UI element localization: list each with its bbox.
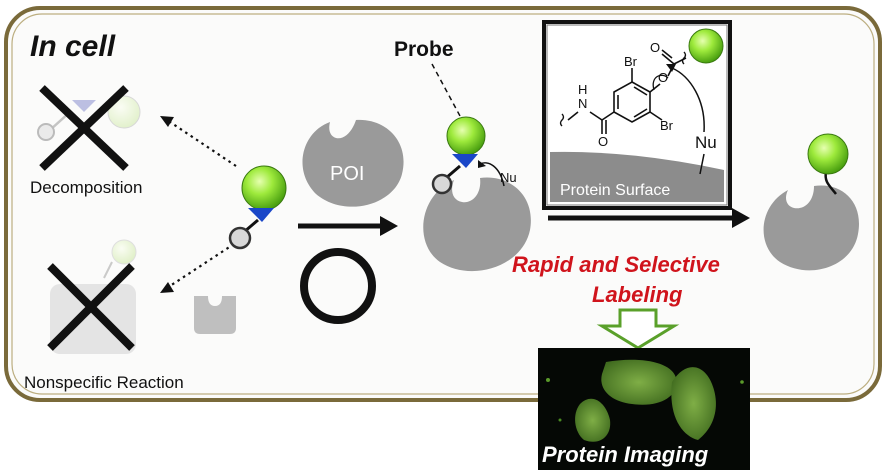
br-bottom-label: Br [660,118,674,133]
labeling-arrow [548,208,750,228]
poi-protein: POI [302,119,404,207]
free-probe-reactive-group-icon [248,208,274,222]
chemical-structure [567,49,687,134]
decomposition-probe [37,95,141,141]
protein-imaging-panel: Protein Imaging [538,348,750,470]
br-top-label: Br [624,54,638,69]
nonspecific-probe [103,239,137,279]
imaged-cell-3 [575,398,611,442]
protein-imaging-label: Protein Imaging [542,442,709,467]
o-carbonyl-label: O [650,40,660,55]
inset-curved-arrow [652,74,669,91]
bound-reactive-group-icon [452,154,478,168]
rapid-selective-line2: Labeling [592,282,683,307]
o-amide-label: O [598,134,608,149]
inset-fluorophore-icon [688,28,724,64]
imaged-cell-1 [601,359,677,405]
bound-protein-icon [423,177,531,272]
free-probe-ligand-icon [228,226,252,250]
free-probe-fluorophore-icon [241,165,287,211]
probe-label: Probe [394,38,454,61]
binding-arrow [298,216,398,236]
ring-symbol [300,248,376,324]
off-target-protein-icon [194,296,236,334]
nu-small-label: Nu [500,170,517,185]
inset-attack-arrow [671,67,705,133]
nonspecific-label: Nonspecific Reaction [24,373,184,392]
decomposition-label: Decomposition [30,178,142,197]
protein-surface-label: Protein Surface [560,182,670,199]
imaging-arrow [596,308,680,350]
dotted-arrow-to-nonspecific [160,243,235,293]
o-ether-label: O [658,70,668,85]
mechanism-inset: Protein Surface Nu [542,20,732,210]
decomposition-x-mark [39,85,129,171]
n-atom-label: N [578,96,587,111]
bound-ligand-icon [431,173,453,195]
dotted-arrow-to-decomposition [160,116,237,167]
nonspecific-x-mark [47,263,135,351]
in-cell-panel-inner-line [11,13,875,395]
imaged-cell-2 [671,367,716,440]
nonspecific-protein-box [50,284,136,354]
protein-surface-shape [550,151,724,202]
bound-fluorophore-icon [446,116,486,156]
h-atom-label: H [578,82,587,97]
nu-inset-label: Nu [695,133,717,152]
rapid-selective-line1: Rapid and Selective [512,252,720,277]
labeled-protein [763,133,859,271]
bound-complex: Nu [423,116,531,272]
in-cell-title: In cell [30,30,116,63]
poi-label: POI [330,163,364,185]
labeled-protein-fluorophore-icon [807,133,849,175]
probe-pointer-line [431,63,461,117]
free-probe [228,165,287,250]
